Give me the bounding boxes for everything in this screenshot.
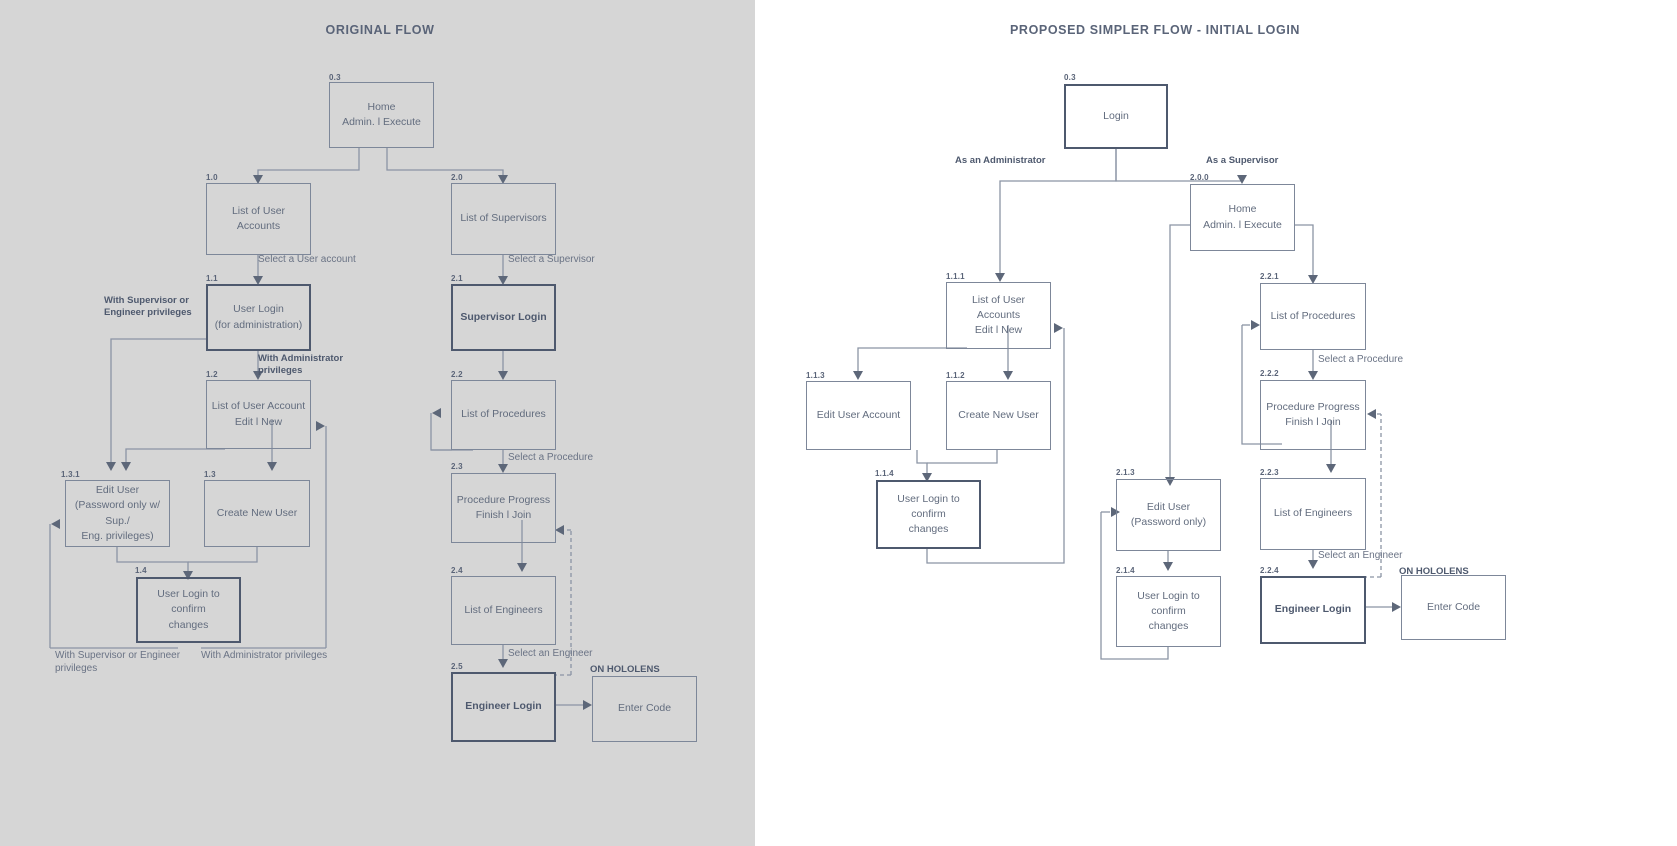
node-proposed-engineer-login[interactable]: Engineer Login [1260,576,1366,644]
edge-label-select-user-account: Select a User account [258,254,356,265]
proposed-flow-panel [755,0,1677,846]
node-edit-user-label: Edit User (Password only w/ Sup./ Eng. p… [74,484,161,542]
node-proposed-procedure-progress-label: Procedure Progress Finish l Join [1266,400,1360,428]
node-proposed-list-of-engineers[interactable]: List of Engineers [1260,478,1366,550]
node-id-p-1-1-1: 1.1.1 [946,272,965,281]
node-list-of-supervisors[interactable]: List of Supervisors [451,183,556,255]
node-proposed-list-of-engineers-label: List of Engineers [1273,507,1353,520]
edge-label-with-supervisor-engineer-privileges: With Supervisor or Engineer privileges [104,295,192,318]
edge-label-select-procedure: Select a Procedure [508,452,594,463]
node-id-1-3: 1.3 [204,470,216,479]
node-id-p-2-2-4: 2.2.4 [1260,566,1279,575]
node-supervisor-login-label: Supervisor Login [460,310,547,323]
edge-label-return-supervisor-engineer: With Supervisor or Engineer privileges [55,650,181,674]
node-id-p-1-1-2: 1.1.2 [946,371,965,380]
node-list-of-user-account-edit-new[interactable]: List of User Account Edit l New [206,380,311,449]
node-id-p-2-0-0: 2.0.0 [1190,173,1209,182]
node-list-of-user-accounts-label: List of User Accounts [231,204,286,232]
node-user-login-confirm-changes-label: User Login to confirm changes [157,588,220,631]
node-id-1-4: 1.4 [135,566,147,575]
edge-label-proposed-select-procedure: Select a Procedure [1318,354,1404,365]
node-proposed-list-of-user-accounts-label: List of User Accounts Edit l New [971,293,1026,337]
node-enter-code[interactable]: Enter Code [592,676,697,742]
node-id-1-1: 1.1 [206,274,218,283]
edge-label-on-hololens: ON HOLOLENS [590,664,660,675]
node-list-of-engineers[interactable]: List of Engineers [451,576,556,645]
node-id-p-2-2-2: 2.2.2 [1260,369,1279,378]
node-id-p-2-2-1: 2.2.1 [1260,272,1279,281]
node-proposed-list-of-procedures[interactable]: List of Procedures [1260,283,1366,350]
node-list-of-user-account-edit-new-label: List of User Account Edit l New [211,400,306,428]
node-proposed-edit-user-password-only-label: Edit User (Password only) [1130,500,1207,528]
node-id-p-1-1-3: 1.1.3 [806,371,825,380]
node-proposed-engineer-login-label: Engineer Login [1274,603,1352,616]
node-id-2-4: 2.4 [451,566,463,575]
node-list-of-procedures[interactable]: List of Procedures [451,380,556,450]
node-user-login-administration[interactable]: User Login (for administration) [206,284,311,351]
node-proposed-list-of-user-accounts[interactable]: List of User Accounts Edit l New [946,282,1051,349]
node-create-new-user-label: Create New User [216,506,298,519]
node-proposed-enter-code-label: Enter Code [1426,600,1481,613]
node-enter-code-label: Enter Code [617,702,672,715]
node-proposed-procedure-progress[interactable]: Procedure Progress Finish l Join [1260,380,1366,450]
node-edit-user-account[interactable]: Edit User Account [806,381,911,450]
node-proposed-user-login-confirm-1-label: User Login to confirm changes [897,492,960,536]
node-proposed-list-of-procedures-label: List of Procedures [1270,309,1356,322]
node-create-new-user[interactable]: Create New User [204,480,310,547]
node-user-login-administration-label: User Login (for administration) [214,303,303,331]
edge-label-proposed-select-engineer: Select an Engineer [1318,550,1403,561]
node-id-p-0-3: 0.3 [1064,73,1076,82]
node-id-1-0: 1.0 [206,173,218,182]
edge-label-with-administrator-privileges: With Administrator privileges [258,353,344,376]
node-id-2-3: 2.3 [451,462,463,471]
node-id-p-1-1-4: 1.1.4 [875,469,894,478]
node-proposed-home[interactable]: Home Admin. l Execute [1190,184,1295,251]
node-proposed-home-label: Home Admin. l Execute [1203,203,1282,231]
node-id-2-2: 2.2 [451,370,463,379]
node-proposed-user-login-confirm-2-label: User Login to confirm changes [1137,589,1200,633]
node-id-p-2-2-3: 2.2.3 [1260,468,1279,477]
node-proposed-edit-user-password-only[interactable]: Edit User (Password only) [1116,479,1221,551]
node-proposed-create-new-user-label: Create New User [958,408,1039,421]
node-list-of-supervisors-label: List of Supervisors [460,212,547,225]
node-id-p-2-1-3: 2.1.3 [1116,468,1135,477]
node-edit-user-account-label: Edit User Account [816,408,901,421]
node-procedure-progress-label: Procedure Progress Finish l Join [456,493,551,521]
node-id-2-5: 2.5 [451,662,463,671]
node-id-1-3-1: 1.3.1 [61,470,80,479]
node-list-of-procedures-label: List of Procedures [461,408,546,421]
node-id-2-0: 2.0 [451,173,463,182]
proposed-flow-title: PROPOSED SIMPLER FLOW - INITIAL LOGIN [1010,23,1301,37]
node-user-login-confirm-changes[interactable]: User Login to confirm changes [136,577,241,643]
edge-label-select-supervisor: Select a Supervisor [508,254,595,265]
node-supervisor-login[interactable]: Supervisor Login [451,284,556,351]
edge-label-proposed-on-hololens: ON HOLOLENS [1399,566,1469,577]
node-proposed-user-login-confirm-2[interactable]: User Login to confirm changes [1116,576,1221,647]
node-login-label: Login [1103,109,1129,122]
edge-label-as-a-supervisor: As a Supervisor [1206,155,1279,166]
node-list-of-user-accounts[interactable]: List of User Accounts [206,183,311,255]
node-procedure-progress[interactable]: Procedure Progress Finish l Join [451,473,556,543]
node-id-1-2: 1.2 [206,370,218,379]
edge-label-return-administrator: With Administrator privileges [201,650,328,661]
node-home[interactable]: Home Admin. l Execute [329,82,434,148]
node-id-0-3: 0.3 [329,73,341,82]
node-id-2-1: 2.1 [451,274,463,283]
original-flow-title: ORIGINAL FLOW [325,23,435,37]
node-list-of-engineers-label: List of Engineers [464,603,543,616]
node-id-p-2-1-4: 2.1.4 [1116,566,1135,575]
node-proposed-create-new-user[interactable]: Create New User [946,381,1051,450]
node-engineer-login[interactable]: Engineer Login [451,672,556,742]
node-home-label: Home Admin. l Execute [342,100,421,128]
node-engineer-login-label: Engineer Login [465,700,542,713]
node-proposed-user-login-confirm-1[interactable]: User Login to confirm changes [876,480,981,549]
node-login[interactable]: Login [1064,84,1168,149]
edge-label-select-engineer: Select an Engineer [508,648,593,659]
edge-label-as-an-administrator: As an Administrator [955,155,1046,166]
node-proposed-enter-code[interactable]: Enter Code [1401,575,1506,640]
node-edit-user[interactable]: Edit User (Password only w/ Sup./ Eng. p… [65,480,170,547]
